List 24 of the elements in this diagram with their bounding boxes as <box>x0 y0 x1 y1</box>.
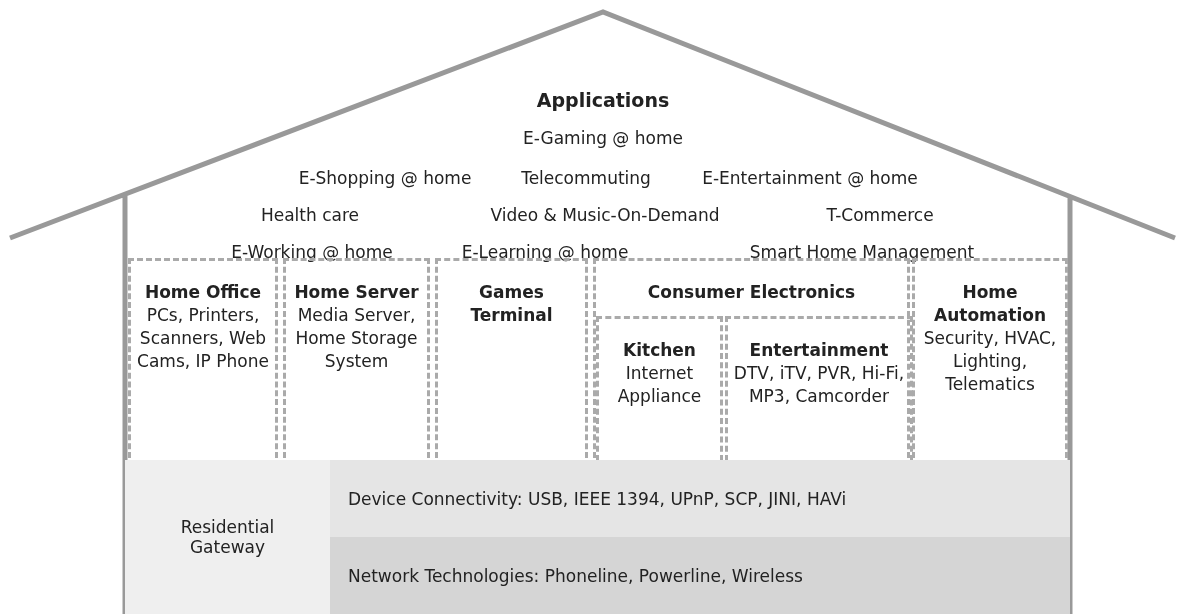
application-label: E-Shopping @ home <box>298 168 472 188</box>
device-list: Media Server, Home Storage System <box>286 304 427 373</box>
device-list: Internet Appliance <box>599 362 720 408</box>
category-heading: Home Server <box>293 281 420 304</box>
application-label: E-Entertainment @ home <box>702 168 918 188</box>
connectivity-band: Device Connectivity: USB, IEEE 1394, UPnP, SCP, JINI, HAVi <box>330 460 1070 537</box>
application-label: Telecommuting <box>521 168 651 188</box>
application-label: Smart Home Management <box>749 242 975 262</box>
category-heading: Entertainment <box>748 339 890 362</box>
device-list: Security, HVAC, Lighting, Telematics <box>915 327 1065 396</box>
category-heading: Games Terminal <box>469 281 554 327</box>
application-label: Health care <box>260 205 360 225</box>
section-heading: Applications <box>536 89 670 111</box>
network-band: Network Technologies: Phoneline, Powerline, Wireless <box>330 537 1070 614</box>
category-heading: Home Automation <box>933 281 1047 327</box>
device-list: PCs, Printers, Scanners, Web Cams, IP Phone <box>131 304 275 373</box>
device-list: DTV, iTV, PVR, Hi-Fi, MP3, Camcorder <box>728 362 910 408</box>
application-label: E-Gaming @ home <box>523 128 683 148</box>
category-heading: Consumer Electronics <box>646 281 857 304</box>
application-label: Video & Music-On-Demand <box>490 205 720 225</box>
application-label: T-Commerce <box>826 205 934 225</box>
category-heading: Kitchen <box>622 339 697 362</box>
gateway-panel: Residential Gateway <box>125 460 330 614</box>
category-heading: Home Office <box>143 281 263 304</box>
